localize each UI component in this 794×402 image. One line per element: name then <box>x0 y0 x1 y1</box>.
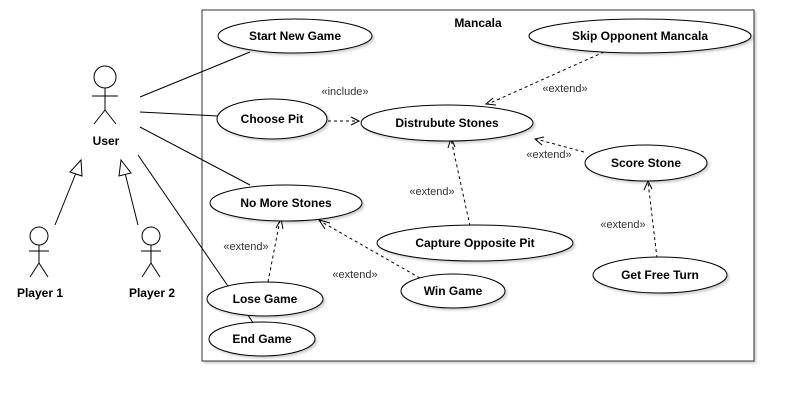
system-title: Mancala <box>454 16 502 30</box>
use-case-label: Distrubute Stones <box>395 116 499 130</box>
use-case-label: Win Game <box>424 284 483 298</box>
stick-figure-icon <box>29 226 49 278</box>
use-case-label: Capture Opposite Pit <box>415 236 534 250</box>
gen-player1-user[interactable] <box>54 172 77 226</box>
stick-figure-icon <box>92 65 118 125</box>
stereotype-extend-score: «extend» <box>526 149 571 161</box>
actor-label: Player 1 <box>17 286 63 300</box>
dep-extend-win-nomore[interactable] <box>319 220 421 279</box>
use-case-get-free-turn[interactable]: Get Free Turn <box>592 256 728 294</box>
use-case-lose-game[interactable]: Lose Game <box>206 281 324 317</box>
actor-user[interactable]: User <box>92 65 120 148</box>
dep-extend-score-distribute[interactable] <box>535 138 585 153</box>
stereotype-extend-win: «extend» <box>332 269 377 281</box>
use-case-capture-opposite-pit[interactable]: Capture Opposite Pit <box>376 224 574 262</box>
generalizations <box>54 158 139 226</box>
use-case-label: Start New Game <box>249 29 341 43</box>
use-case-win-game[interactable]: Win Game <box>400 273 506 309</box>
use-case-label: Score Stone <box>611 156 681 170</box>
use-case-start-new-game[interactable]: Start New Game <box>217 18 373 54</box>
stereotype-extend-skip: «extend» <box>542 83 587 95</box>
use-case-distribute-stones[interactable]: Distrubute Stones <box>360 104 534 142</box>
use-case-label: End Game <box>232 332 292 346</box>
actor-label: User <box>93 134 120 148</box>
use-case-score-stone[interactable]: Score Stone <box>584 144 708 182</box>
use-case-label: Choose Pit <box>241 112 304 126</box>
use-case-label: Get Free Turn <box>621 268 699 282</box>
use-case-end-game[interactable]: End Game <box>208 321 316 357</box>
assoc-user-choose-pit[interactable] <box>139 111 219 117</box>
gen-head-player2 <box>118 158 132 177</box>
dep-extend-freeturn-score[interactable] <box>647 181 658 259</box>
dependencies: «include» «extend» «extend» «extend» «ex… <box>223 51 658 283</box>
use-case-label: Skip Opponent Mancala <box>572 29 708 43</box>
stereotype-extend-capture: «extend» <box>409 186 454 198</box>
actor-label: Player 2 <box>129 286 175 300</box>
actor-player-2[interactable]: Player 2 <box>129 226 175 300</box>
dep-extend-lose-nomore[interactable] <box>267 219 281 283</box>
assoc-user-no-more-stones[interactable] <box>139 126 251 186</box>
use-case-skip-opponent-mancala[interactable]: Skip Opponent Mancala <box>528 18 752 54</box>
gen-head-player1 <box>69 158 83 177</box>
stereotype-extend-lose: «extend» <box>223 241 268 253</box>
stereotype-include: «include» <box>321 86 368 98</box>
stereotype-extend-freeturn: «extend» <box>600 219 645 231</box>
use-case-label: Lose Game <box>233 292 298 306</box>
use-case-label: No More Stones <box>240 196 332 210</box>
assoc-user-start-new-game[interactable] <box>139 51 251 98</box>
use-case-no-more-stones[interactable]: No More Stones <box>209 184 363 222</box>
use-case-choose-pit[interactable]: Choose Pit <box>216 98 328 140</box>
actor-player-1[interactable]: Player 1 <box>17 226 63 300</box>
stick-figure-icon <box>141 226 161 278</box>
gen-player2-user[interactable] <box>124 172 139 226</box>
dep-extend-capture-distribute[interactable] <box>450 138 471 227</box>
